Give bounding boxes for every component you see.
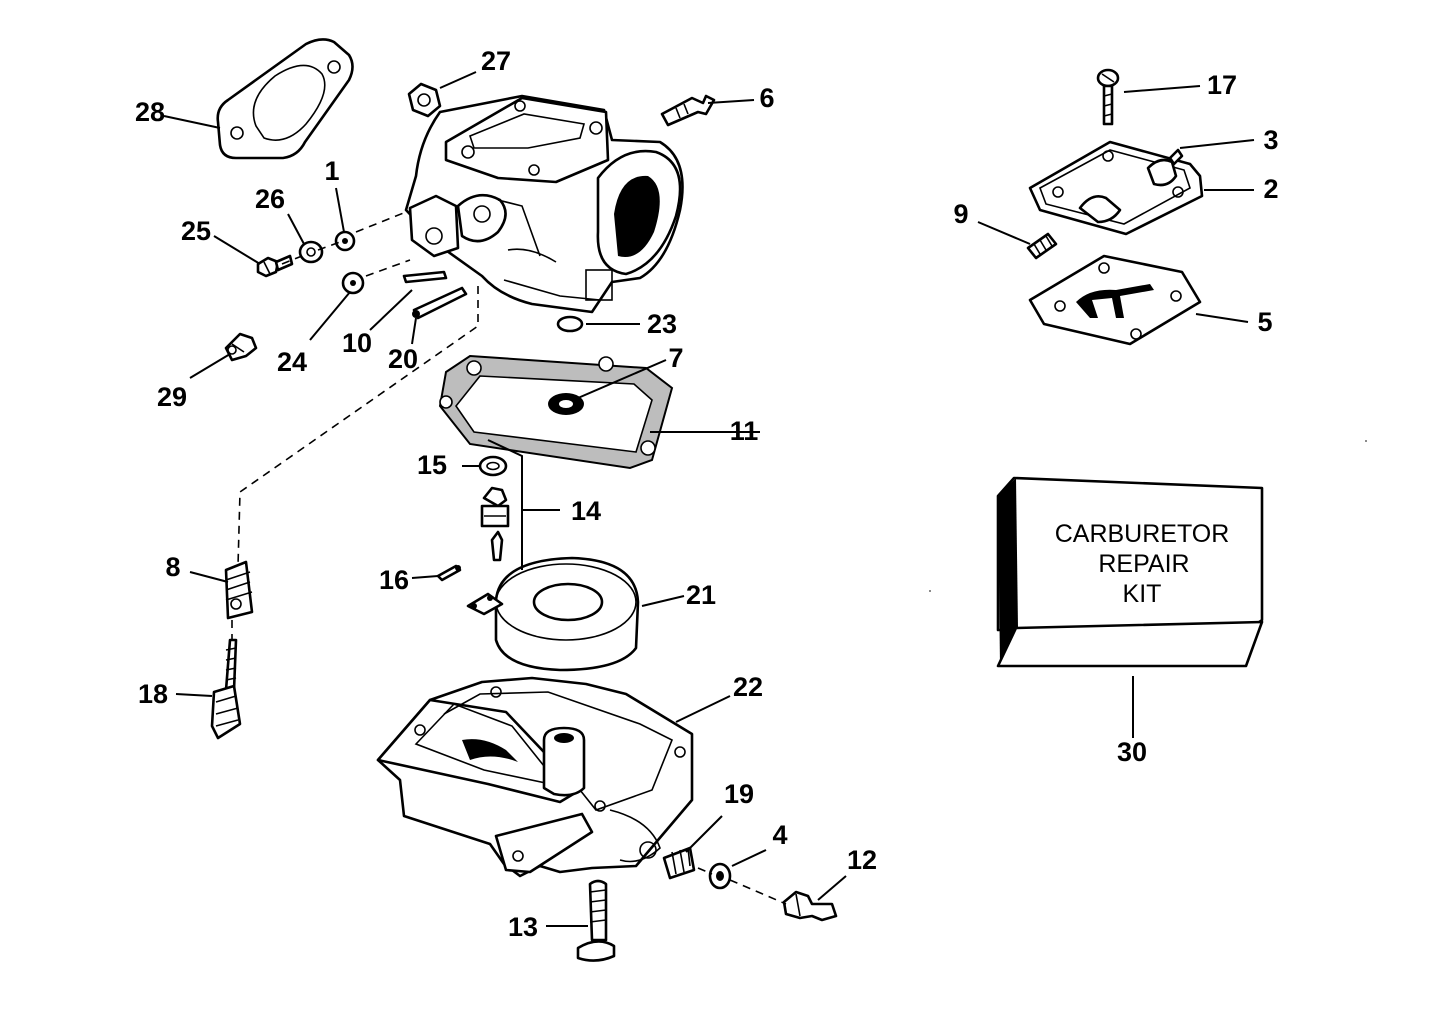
callout-1: 1 — [324, 156, 339, 186]
part-26-washer — [298, 240, 324, 264]
callout-26: 26 — [255, 184, 285, 214]
callout-30: 30 — [1117, 737, 1147, 767]
part-19-screw — [662, 846, 696, 880]
callout-15: 15 — [417, 450, 447, 480]
callout-4: 4 — [772, 820, 787, 850]
part-6-fitting — [660, 94, 716, 127]
part-18-needle-screw — [210, 638, 242, 740]
part-carburetor-body — [404, 94, 684, 314]
callout-11: 11 — [730, 416, 759, 446]
part-11-gasket — [438, 354, 674, 470]
callout-9: 9 — [953, 199, 968, 229]
callout-20: 20 — [388, 344, 418, 374]
callout-5: 5 — [1257, 307, 1272, 337]
part-9-screw — [1026, 232, 1058, 260]
part-13-screw — [576, 879, 616, 962]
part-21-float — [466, 556, 640, 672]
kit-label-line-1: CARBURETOR — [1055, 520, 1230, 548]
part-17-screw — [1096, 68, 1120, 126]
part-10-pin — [402, 270, 448, 284]
part-20-pin — [412, 286, 468, 320]
part-12-fitting — [782, 890, 838, 922]
callout-27: 27 — [481, 46, 511, 76]
callout-19: 19 — [724, 779, 754, 809]
part-5-diaphragm — [1028, 254, 1202, 346]
callout-12: 12 — [847, 845, 877, 875]
callout-2: 2 — [1263, 174, 1278, 204]
kit-label-line-3: KIT — [1123, 580, 1162, 608]
assembly-dashed-lines — [231, 211, 787, 905]
callout-17: 17 — [1207, 70, 1237, 100]
part-28-gasket — [216, 38, 354, 160]
callout-8: 8 — [165, 552, 180, 582]
callout-7: 7 — [668, 343, 683, 373]
part-25-screw — [256, 254, 294, 278]
part-29-fitting — [224, 332, 258, 362]
kit-label-line-2: REPAIR — [1098, 550, 1189, 578]
part-14-needle-seat — [480, 486, 510, 562]
part-15-washer — [478, 455, 508, 477]
callout-29: 29 — [157, 382, 187, 412]
part-1-washer — [334, 230, 356, 252]
part-24-washer — [341, 271, 365, 295]
part-30-repair-kit-box: CARBURETOR REPAIR KIT — [996, 476, 1264, 668]
part-16-pin — [436, 564, 462, 582]
part-23-plug — [556, 315, 584, 333]
part-27-nut — [407, 82, 442, 118]
callout-10: 10 — [342, 328, 372, 358]
callout-21: 21 — [686, 580, 716, 610]
callout-14-bracket — [487, 439, 523, 570]
callout-23: 23 — [647, 309, 677, 339]
callout-28: 28 — [135, 97, 165, 127]
callout-25: 25 — [181, 216, 211, 246]
part-2-cover — [1028, 140, 1204, 236]
callout-6: 6 — [759, 83, 774, 113]
callout-14: 14 — [571, 496, 601, 526]
callout-18: 18 — [138, 679, 168, 709]
part-4-washer — [708, 862, 732, 890]
callout-22: 22 — [733, 672, 763, 702]
callout-3: 3 — [1263, 125, 1278, 155]
callout-numbers: 28 27 6 1 26 25 24 10 20 23 29 7 11 15 1… — [135, 46, 1279, 942]
part-22-float-bowl — [376, 676, 694, 878]
leader-lines — [163, 71, 1255, 927]
part-8-spring — [224, 560, 254, 620]
callout-24: 24 — [277, 347, 307, 377]
callout-16: 16 — [379, 565, 409, 595]
callout-13: 13 — [508, 912, 538, 942]
